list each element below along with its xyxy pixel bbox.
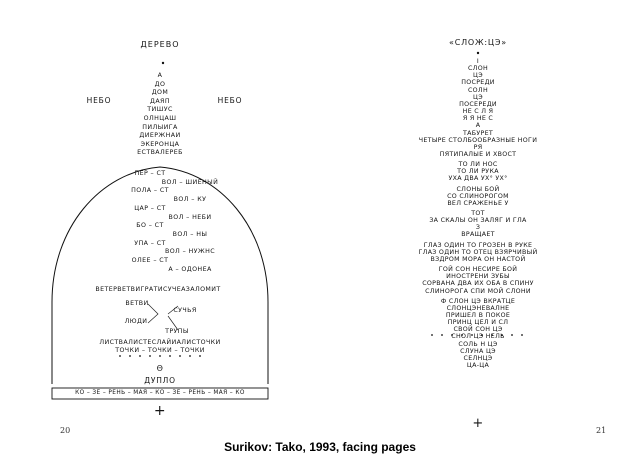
left-page-number: 20 — [60, 426, 71, 435]
pair-right-text: А – ОДОНЕА — [168, 265, 212, 273]
tree-line: ЭКЕРОНЦА — [140, 140, 180, 148]
right-text-line: СЛИНОРОГА СПИ МОЙ СЛОНИ — [425, 287, 531, 295]
branch-lines — [147, 303, 179, 331]
hollow-symbol: Θ — [156, 364, 164, 373]
hollow-label: ДУПЛО — [144, 376, 176, 385]
left-title: ДЕРЕВО — [140, 40, 180, 49]
right-text-line: ПОСЕРЕДИ — [459, 100, 497, 108]
dome-outline — [51, 166, 269, 384]
bottom-band-text: КО – ЗЕ – РЕНЬ – МАЯ – КО – ЗЕ – РЕНЬ – … — [75, 390, 245, 396]
right-text-line: СОРВАНА ДВА ИХ ОБА В СПИНУ — [422, 280, 534, 288]
right-text-line: СНОЛ ЦЭ НЕЛЬ — [451, 333, 505, 341]
dot-row-left — [119, 355, 201, 357]
pair-left-text: ПОЛА – СТ — [131, 187, 169, 195]
right-text-line: I — [476, 58, 480, 65]
twigs-label: СУЧЬЯ — [173, 307, 197, 314]
right-text-line: УХА ДВА УХ° УХ° — [448, 175, 508, 183]
right-text-line: ГЛАЗ ОДИН ТО ОТЕЦ ВЗЯРЧИВЫЙ — [418, 248, 538, 256]
pair-left-text: ПЕР – СТ — [134, 170, 166, 177]
pair-right-text: ВОЛ – ШИЕНЫЙ — [161, 178, 219, 186]
right-text-line: СВОЙ СОН ЦЭ — [453, 326, 503, 334]
right-text-line: Ф СЛОН ЦЭ ВКРАТЦЕ — [440, 297, 516, 305]
wind-line: ВЕТЕРВЕТВИГРАТИСУЧЕАЗАЛОМИТ — [95, 286, 221, 293]
corpses-label: ТРУПЫ — [165, 328, 189, 335]
tree-line: ТИШУС — [147, 106, 173, 114]
right-text-line: ПЯТИПАЛЫЕ И ХВОСТ — [439, 150, 517, 158]
right-text-line: ИНОСТРЕНИ ЗУБЫ — [446, 273, 510, 281]
pair-left-text: УПА – СТ — [134, 239, 166, 247]
right-page-number: 21 — [596, 426, 607, 435]
tree-line: А — [157, 72, 163, 79]
right-text-line: ГОЙ СОН НЕСИРЕ БОЙ — [438, 266, 518, 274]
right-text-line: ВЗДРОМ МОРА ОН НАСТОЙ — [430, 255, 526, 263]
right-text-line: ЧЕТЫРЕ СТОЛБООБРАЗНЫЕ НОГИ — [418, 136, 538, 144]
right-text-line: ВЕЛ СРАЖЕНЬЕ У — [447, 199, 509, 207]
right-text-line: ЦЭ — [473, 93, 483, 101]
dot-row-right — [431, 334, 523, 336]
pair-left-text: ОЛЕЕ – СТ — [131, 257, 169, 264]
right-text-line: ЦА-ЦА — [466, 362, 490, 369]
caption: Surikov: Tako, 1993, facing pages — [224, 440, 416, 454]
tree-line: ДИЕРЖНАИ — [139, 132, 181, 140]
right-text-line: СОЛН — [467, 86, 489, 94]
tree-line: ЕСТВАЛЕРЕБ — [137, 149, 183, 157]
pair-left-text: БО – СТ — [136, 222, 164, 230]
right-text-line: ТО ЛИ РУКА — [457, 168, 499, 176]
right-text-line: СЛУНА ЦЭ — [460, 347, 496, 355]
tree-line: ОЛНЦАШ — [143, 115, 177, 122]
pair-right-text: ВОЛ – НЫ — [172, 230, 208, 238]
pair-right-text: ВОЛ – КУ — [173, 196, 207, 204]
tree-line: ДОМ — [151, 89, 169, 97]
right-title: «СЛОЖ:ЦЭ» — [449, 38, 507, 47]
right-text-line: СЛОНЦЭНЕВАЛНЕ — [446, 304, 510, 312]
right-text-line: НЕ С Л Я — [462, 108, 494, 116]
right-text-line: ТОТ — [471, 210, 485, 217]
leaves-line: ЛИСТВАЛИСТЕСЛАЙИАЛИСТОЧКИ — [99, 339, 221, 346]
branches-label: ВЕТВИ — [125, 300, 149, 307]
right-cross: + — [472, 416, 484, 431]
right-text-line: СЛОНЫ БОЙ — [456, 185, 500, 193]
right-text-line: СЕЛНЦЭ — [463, 354, 493, 362]
pair-right-text: ВОЛ – НУЖНС — [164, 248, 216, 256]
pair-left-text: ЦАР – СТ — [134, 204, 166, 212]
pair-right-text: ВОЛ – НЕБИ — [168, 213, 212, 221]
right-text-line: А — [475, 122, 481, 130]
left-cross: + — [153, 403, 167, 419]
right-text-line: ЗА СКАЛЫ ОН ЗАЛЯГ И ГЛА — [429, 217, 527, 225]
sky-left-label: НЕБО — [86, 96, 112, 105]
bottom-band-frame — [51, 387, 269, 400]
right-text-line: ГЛАЗ ОДИН ТО ГРОЗЕН В РУКЕ — [423, 241, 533, 249]
right-text-line: РЯ — [473, 143, 483, 151]
right-text-line: ПРИШЕЛ В ПОКОЕ — [445, 311, 511, 319]
right-text-line: ВРАЩАЕТ — [461, 231, 495, 239]
right-text-line: ТО ЛИ НОС — [458, 161, 498, 169]
top-dot — [161, 61, 165, 65]
right-text-line: З — [475, 224, 481, 232]
right-text-line: ЦЭ — [473, 72, 483, 80]
tree-line: ДО — [154, 80, 166, 88]
people-label: ЛЮДИ — [124, 318, 148, 325]
sky-right-label: НЕБО — [217, 96, 243, 105]
dots-words-line: ТОЧКИ – ТОЧКИ – ТОЧКИ — [115, 347, 205, 354]
tree-line: ДАЯП — [150, 97, 170, 105]
right-text-line: ТАБУРЕТ — [462, 129, 494, 137]
right-text-line: СЛОН — [467, 65, 489, 73]
tree-line: ПИЛЫИГА — [142, 123, 178, 131]
right-text-line: ПОСРЕДИ — [461, 79, 495, 87]
right-top-dot — [476, 51, 480, 55]
right-text-line: Я Я НЕ С — [462, 115, 494, 123]
right-text-line: ПРИНЦ ЦЕЛ И СЛ — [447, 319, 509, 327]
right-text-line: СО СЛИНОРОГОМ — [447, 192, 509, 200]
right-text-line: СОЛЬ Н ЦЭ — [458, 340, 498, 348]
